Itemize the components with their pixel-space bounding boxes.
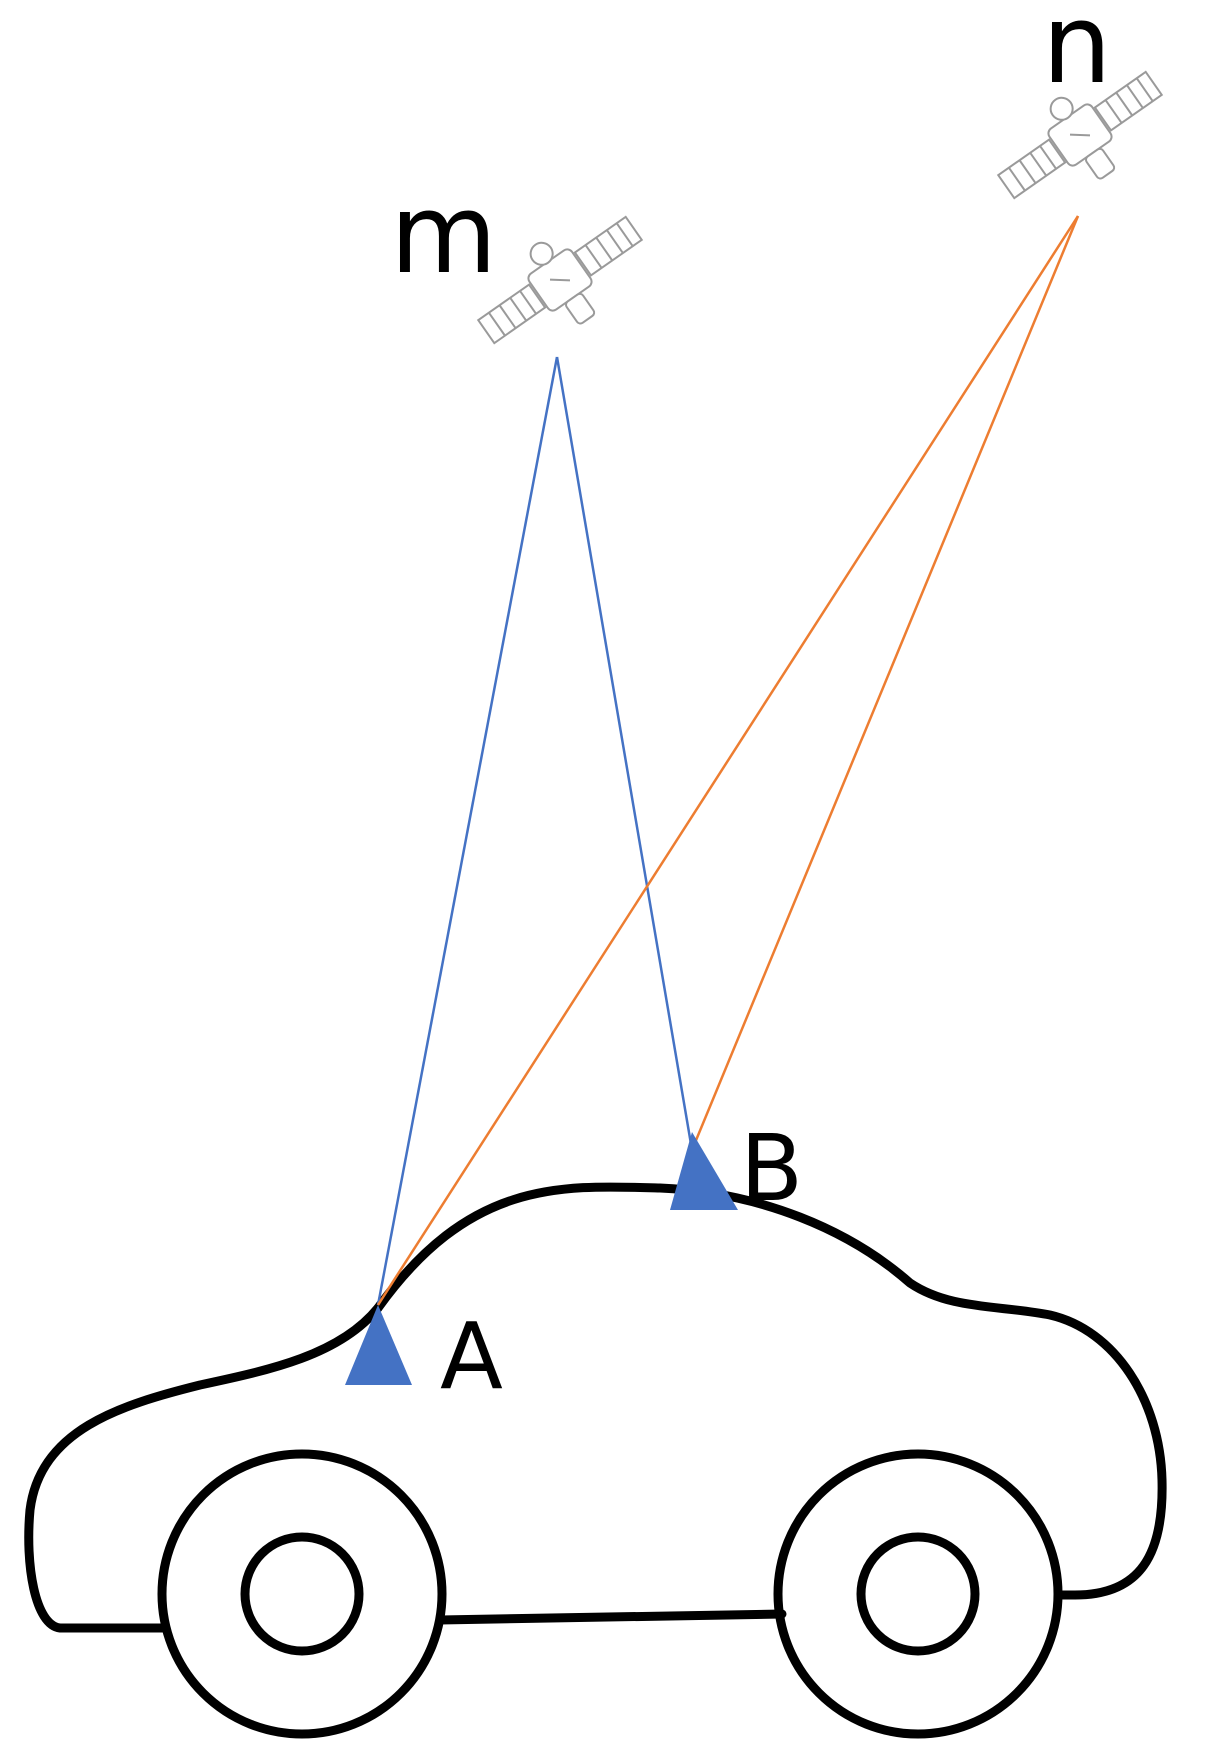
satellite-n-rays: [376, 215, 1080, 1306]
hubcap-rear: [240, 1532, 364, 1656]
car-body-outline: [373, 1182, 1167, 1600]
antenna-b-label: B: [740, 1115, 803, 1222]
car-front-outline: [24, 1303, 383, 1633]
hubcap-front: [856, 1532, 980, 1656]
antenna-a-marker: [345, 1305, 412, 1385]
ray-n-to-a: [376, 215, 1080, 1306]
wheel-front: [773, 1449, 1063, 1739]
ray-n-to-b: [690, 215, 1080, 1151]
car-underside: [435, 1609, 787, 1625]
satellite-m-rays: [376, 356, 694, 1306]
ray-m-to-a: [376, 356, 559, 1306]
wheel-rear: [157, 1449, 447, 1739]
ray-m-to-b: [555, 356, 694, 1151]
satellite-n-icon: [996, 70, 1164, 200]
antenna-a-label: A: [440, 1303, 503, 1410]
satellite-m-label: m: [390, 170, 497, 298]
antenna-b-marker: [670, 1132, 738, 1210]
satellite-m-icon: [476, 215, 644, 345]
satellite-n-label: n: [1042, 0, 1112, 108]
car-icon: [24, 1182, 1167, 1739]
